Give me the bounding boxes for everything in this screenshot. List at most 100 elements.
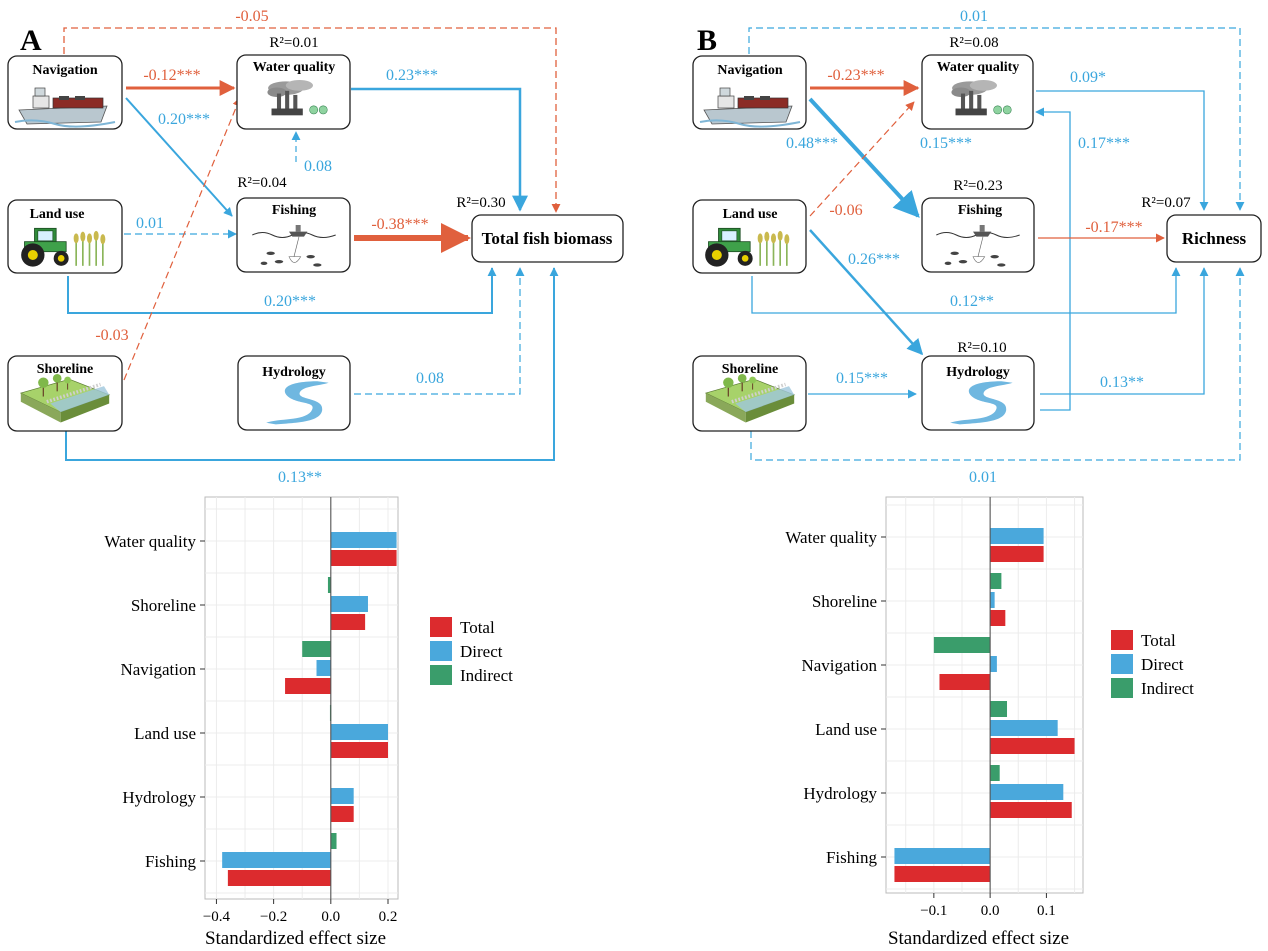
coef-b-shore-hydro: 0.15*** xyxy=(836,370,888,387)
path-b-nav-resp xyxy=(748,27,1245,211)
bar-b-shoreline-indirect xyxy=(990,573,1002,589)
bar-b-hydrology-total xyxy=(990,802,1072,818)
coef-b-nav-resp: 0.01 xyxy=(960,8,988,25)
panel-a-paths xyxy=(63,27,561,461)
chart-a-xtick-label: −0.4 xyxy=(203,909,231,925)
coef-b-land-wq-b: 0.15*** xyxy=(920,135,972,152)
coef-b-nav-wq: -0.23*** xyxy=(827,67,884,84)
bar-b-fishing-total xyxy=(894,866,991,882)
coef-b-fish-resp: -0.17*** xyxy=(1085,219,1142,236)
node-b-water-quality-label: Water quality xyxy=(937,60,1020,75)
coef-b-land-wq: -0.06 xyxy=(829,202,862,219)
legend-b-direct-swatch xyxy=(1111,654,1133,674)
coef-b-land-resp: 0.12** xyxy=(950,293,994,310)
chart-b-category-label: Fishing xyxy=(826,848,878,867)
r2-b-hydrology: R²=0.10 xyxy=(957,340,1006,356)
bar-a-hydrology-total xyxy=(330,806,354,822)
node-b-shoreline-label: Shoreline xyxy=(722,362,779,377)
coef-b-shore-resp: 0.01 xyxy=(969,469,997,486)
bar-a-shoreline-total xyxy=(330,614,366,630)
path-a-nav-resp xyxy=(63,27,561,213)
node-b-hydrology: Hydrology xyxy=(921,355,1035,431)
chart-a-category-label: Water quality xyxy=(104,532,196,551)
legend-b-total-swatch xyxy=(1111,630,1133,650)
r2-b-water-quality: R²=0.08 xyxy=(949,35,998,51)
node-a-shoreline-label: Shoreline xyxy=(37,362,94,377)
node-a-response-label: Total fish biomass xyxy=(482,229,613,248)
legend-a-indirect-swatch xyxy=(430,665,452,685)
chart-a-category-label: Shoreline xyxy=(131,596,196,615)
node-b-hydrology-label: Hydrology xyxy=(946,365,1010,380)
coef-a-land-fish: 0.01 xyxy=(136,215,164,232)
bar-a-water-quality-total xyxy=(330,550,397,566)
chart-b-category-label: Navigation xyxy=(801,656,877,675)
chart-a-category-label: Fishing xyxy=(145,852,197,871)
coef-a-fish-wq: 0.08 xyxy=(304,158,332,175)
node-a-shoreline: Shoreline xyxy=(7,355,123,432)
coef-a-hydro-resp: 0.08 xyxy=(416,370,444,387)
chart-a-xtick-label: 0.2 xyxy=(379,909,398,925)
path-a-wq-resp xyxy=(351,87,528,212)
coef-a-land-resp: 0.20*** xyxy=(264,293,316,310)
bar-b-navigation-direct xyxy=(990,656,997,672)
legend-a-total-swatch xyxy=(430,617,452,637)
legend-b-indirect-swatch xyxy=(1111,678,1133,698)
node-a-fishing-label: Fishing xyxy=(272,203,316,218)
node-b-land-use: Land use xyxy=(692,199,807,274)
legend-b-indirect-label: Indirect xyxy=(1141,679,1194,698)
panel-b-paths xyxy=(748,27,1245,461)
path-b-shore-resp xyxy=(750,267,1245,461)
bar-b-fishing-direct xyxy=(894,848,991,864)
node-b-fishing: Fishing xyxy=(921,197,1035,273)
legend-a-total-label: Total xyxy=(460,618,495,637)
coef-b-wq-resp: 0.09* xyxy=(1070,69,1106,86)
bar-b-hydrology-direct xyxy=(990,784,1064,800)
node-a-navigation: Navigation xyxy=(7,55,123,130)
chart-a-xtick-label: −0.2 xyxy=(260,909,287,925)
coef-b-land-hydro: 0.26*** xyxy=(848,251,900,268)
bar-a-navigation-indirect xyxy=(302,641,331,657)
r2-b-fishing: R²=0.23 xyxy=(953,178,1002,194)
r2-a-water-quality: R²=0.01 xyxy=(269,35,318,51)
coef-b-nav-fish: 0.48*** xyxy=(786,135,838,152)
node-b-navigation: Navigation xyxy=(692,55,807,130)
legend-a: Total Direct Indirect xyxy=(430,617,513,685)
path-a-land-resp xyxy=(67,267,497,314)
bar-a-shoreline-direct xyxy=(330,596,368,612)
bar-b-hydrology-indirect xyxy=(990,765,1000,781)
r2-b-response: R²=0.07 xyxy=(1141,195,1191,211)
node-b-shoreline: Shoreline xyxy=(692,355,807,432)
bar-a-water-quality-direct xyxy=(330,532,397,548)
coef-b-hydro-wq: 0.17*** xyxy=(1078,135,1130,152)
coef-a-nav-wq: -0.12*** xyxy=(143,67,200,84)
chart-a-category-label: Navigation xyxy=(120,660,196,679)
node-b-water-quality: Water quality xyxy=(921,54,1034,130)
bar-a-shoreline-indirect xyxy=(327,577,331,593)
bar-a-fishing-direct xyxy=(222,852,331,868)
bar-a-hydrology-direct xyxy=(330,788,354,804)
node-b-fishing-label: Fishing xyxy=(958,203,1002,218)
coef-a-nav-fish: 0.20*** xyxy=(158,111,210,128)
chart-a-xlabel: Standardized effect size xyxy=(205,928,386,949)
node-a-hydrology: Hydrology xyxy=(237,355,351,431)
chart-b-xtick-label: 0.0 xyxy=(981,903,1000,919)
path-a-nav-fish xyxy=(125,97,233,217)
r2-a-fishing: R²=0.04 xyxy=(237,175,287,191)
node-b-navigation-label: Navigation xyxy=(717,63,783,78)
chart-b-xtick-label: 0.1 xyxy=(1037,903,1056,919)
coef-a-fish-resp: -0.38*** xyxy=(371,216,428,233)
bar-a-navigation-total xyxy=(285,678,331,694)
node-a-hydrology-label: Hydrology xyxy=(262,365,326,380)
path-b-land-resp xyxy=(751,267,1181,314)
node-a-navigation-label: Navigation xyxy=(32,63,98,78)
path-b-land-wq xyxy=(809,101,915,217)
path-b-hydro-resp xyxy=(1040,267,1209,395)
bar-b-land-use-indirect xyxy=(990,701,1008,717)
chart-b-category-label: Hydrology xyxy=(803,784,877,803)
node-a-fishing: Fishing xyxy=(236,197,351,273)
node-b-response-label: Richness xyxy=(1182,229,1247,248)
chart-b-xtick-label: −0.1 xyxy=(920,903,947,919)
